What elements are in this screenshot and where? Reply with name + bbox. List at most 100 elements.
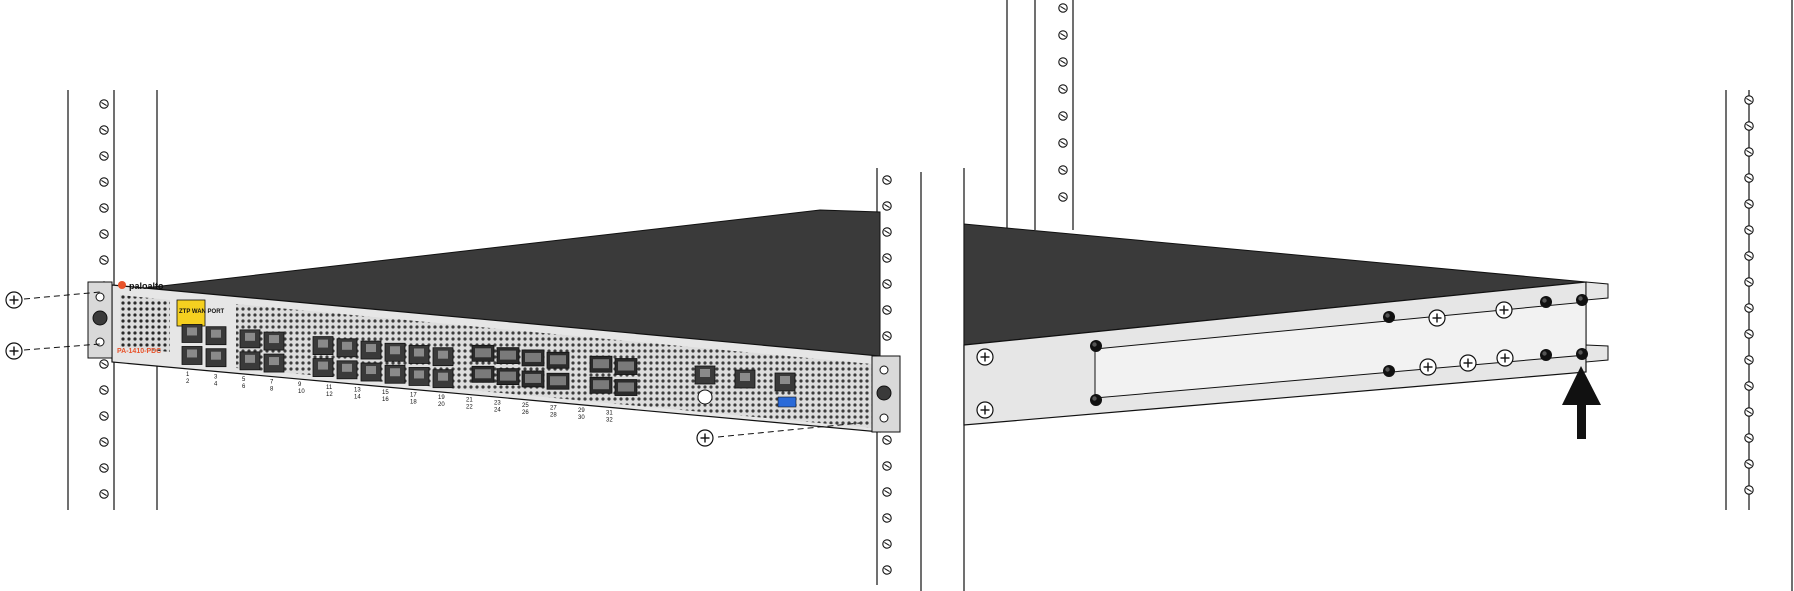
port-number-label: 11	[326, 385, 333, 391]
port-number-label: 2	[186, 379, 190, 385]
port-number-label: 7	[270, 380, 274, 386]
rack-hole-icon	[1744, 459, 1754, 469]
rj45-port	[181, 345, 203, 365]
rj45-port	[360, 340, 382, 360]
port-number-label: 1	[186, 372, 190, 378]
rack-hole-icon	[882, 539, 892, 549]
screw-icon	[1496, 349, 1514, 367]
sfp-port	[471, 365, 495, 383]
port-number-label: 31	[606, 411, 613, 417]
rail-hole	[1090, 394, 1102, 406]
port-number-label: 3	[214, 374, 218, 380]
rack-hole-icon	[1058, 138, 1068, 148]
rack-hole-icon	[1744, 173, 1754, 183]
port-number-label: 6	[242, 384, 246, 390]
sfp-port	[589, 376, 613, 394]
rj45-port	[408, 366, 430, 386]
rack-hole-icon	[882, 461, 892, 471]
rj45-port	[360, 362, 382, 382]
rack-hole-icon	[99, 411, 109, 421]
sfp-port	[496, 368, 520, 386]
screw-icon	[696, 429, 714, 447]
model-label: PA-1410-PDC	[117, 348, 161, 355]
port-number-label: 23	[494, 400, 501, 406]
rail-hole	[1540, 349, 1552, 361]
rack-hole-icon	[99, 177, 109, 187]
rack-hole-icon	[882, 305, 892, 315]
port-number-label: 29	[578, 408, 585, 414]
sfp-port	[496, 347, 520, 365]
rj45-port	[432, 369, 454, 389]
rj45-port	[239, 329, 261, 349]
rack-hole-icon	[882, 331, 892, 341]
rack-hole-icon	[99, 385, 109, 395]
rack-hole-icon	[1058, 111, 1068, 121]
brand-logo: paloalto	[118, 281, 164, 291]
sfp-port	[546, 351, 570, 369]
screw-icon	[1459, 354, 1477, 372]
port-number-label: 21	[466, 398, 473, 404]
rack-hole-icon	[1744, 381, 1754, 391]
right-panel	[963, 0, 1793, 591]
screw-icon	[1495, 301, 1513, 319]
rack-hole-icon	[99, 229, 109, 239]
port-number-label: 25	[522, 403, 529, 409]
left-panel: paloalto PA-1410-PDC ZTP WAN PORT 123456…	[5, 90, 922, 591]
rack-hole-icon	[1744, 329, 1754, 339]
up-arrow-icon	[1562, 366, 1601, 439]
sfp-port	[614, 358, 638, 376]
sfp-port	[521, 370, 545, 388]
left-screws	[5, 291, 101, 360]
port-number-label: 27	[550, 406, 557, 412]
right-mounting-ear	[871, 355, 901, 433]
rack-hole-icon	[1744, 485, 1754, 495]
rack-hole-icon	[882, 227, 892, 237]
management-ports	[694, 365, 797, 408]
sfp-port	[471, 344, 495, 362]
port-number-label: 17	[410, 393, 417, 399]
rack-hole-icon	[882, 513, 892, 523]
rj45-port	[205, 348, 227, 368]
rack-hole-icon	[99, 359, 109, 369]
sfp-port	[521, 349, 545, 367]
screw-icon	[5, 342, 23, 360]
right-screw	[696, 422, 861, 447]
port-number-label: 4	[214, 381, 218, 387]
port-number-label: 26	[522, 410, 529, 416]
rail-hole	[1576, 348, 1588, 360]
rack-hole-icon	[99, 99, 109, 109]
port-number-label: 15	[382, 390, 389, 396]
port-number-label: 24	[494, 407, 501, 413]
rack-hole-icon	[1058, 84, 1068, 94]
sfp-port	[546, 372, 570, 390]
rj45-port	[384, 342, 406, 362]
svg-text:paloalto: paloalto	[129, 281, 164, 291]
rack-hole-icon	[1058, 165, 1068, 175]
port-number-label: 10	[298, 389, 305, 395]
port-number-label: 16	[382, 397, 389, 403]
port-number-label: 9	[298, 382, 302, 388]
rack-hole-icon	[882, 279, 892, 289]
rj45-port	[336, 360, 358, 380]
screw-icon	[1428, 309, 1446, 327]
rj45-port	[336, 338, 358, 358]
screw-icon	[976, 401, 994, 419]
port-number-label: 20	[438, 402, 445, 408]
rj45-port	[384, 364, 406, 384]
rj45-port	[205, 326, 227, 346]
rack-hole-icon	[99, 151, 109, 161]
rack-hole-icon	[882, 435, 892, 445]
rack-hole-icon	[1744, 225, 1754, 235]
port-number-label: 12	[326, 392, 333, 398]
rack-hole-icon	[882, 565, 892, 575]
rail-hole	[1576, 294, 1588, 306]
rack-hole-icon	[1744, 95, 1754, 105]
rj45-port	[432, 347, 454, 367]
rack-hole-icon	[1058, 30, 1068, 40]
port-number-label: 5	[242, 377, 246, 383]
rj45-port	[239, 351, 261, 371]
port-number-label: 19	[438, 395, 445, 401]
rack-hole-icon	[99, 203, 109, 213]
rack-hole-icon	[882, 201, 892, 211]
